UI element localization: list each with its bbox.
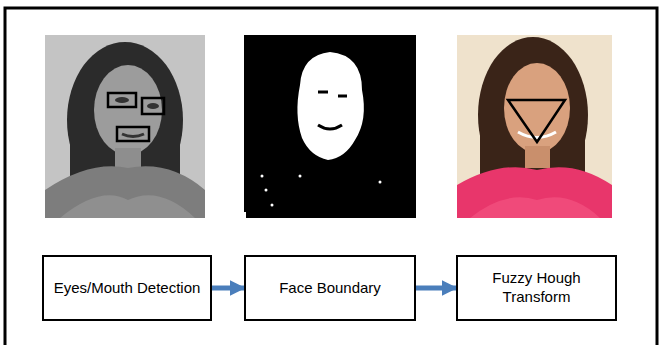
outer-frame — [5, 8, 657, 345]
binary-face-image — [244, 35, 416, 218]
colour-photo — [457, 35, 612, 218]
image-edge — [243, 212, 246, 218]
process-box: Fuzzy Hough Transform — [456, 255, 617, 321]
process-box: Face Boundary — [244, 255, 416, 321]
box-label: Fuzzy Hough Transform — [458, 265, 615, 311]
flow-arrow — [416, 286, 456, 291]
box-label: Face Boundary — [271, 275, 389, 302]
flow-arrow — [212, 286, 244, 291]
grayscale-photo — [45, 35, 205, 218]
process-box: Eyes/Mouth Detection — [42, 255, 212, 321]
box-label: Eyes/Mouth Detection — [46, 275, 209, 302]
